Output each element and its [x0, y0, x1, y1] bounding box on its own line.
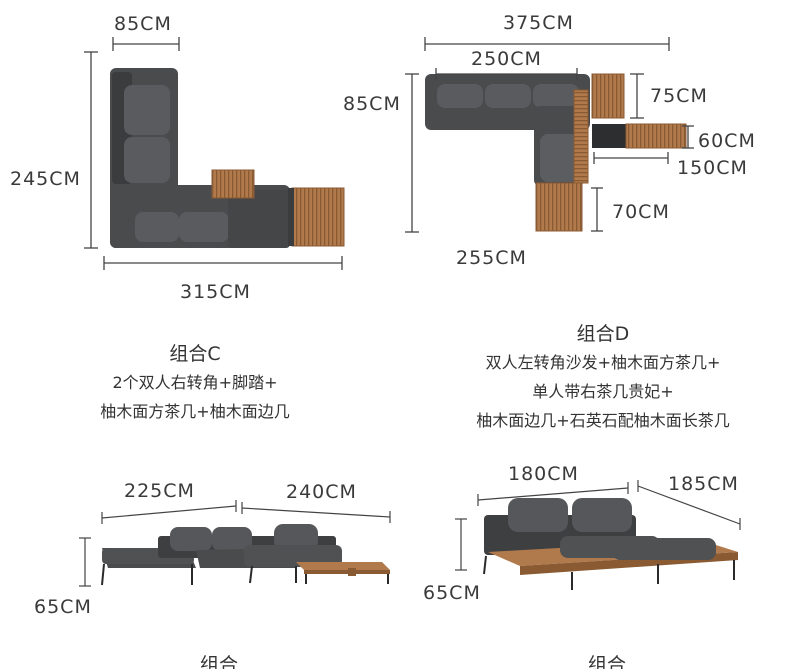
dim-e-width-right: 240CM — [286, 481, 357, 503]
dim-f-width-right: 185CM — [668, 473, 739, 495]
combo-d-line-3: 柚木面边几+石英石配柚木面长茶几 — [476, 411, 730, 430]
combo-d-title: 组合D — [576, 323, 630, 345]
dim-d-table-height: 60CM — [698, 130, 756, 152]
combo-c-top-view — [110, 68, 345, 248]
combo-d-line-2: 单人带右茶几贵妃+ — [532, 382, 674, 401]
combo-c-line-1: 2个双人右转角+脚踏+ — [112, 373, 278, 392]
dim-e-height: 65CM — [34, 596, 92, 618]
combo-d-top-view — [425, 73, 687, 232]
combo-e-title-partial: 组合 — [200, 654, 239, 669]
combo-c-title: 组合C — [169, 343, 221, 365]
combo-d-dimension-lines — [405, 37, 694, 233]
combo-d-line-1: 双人左转角沙发+柚木面方茶几+ — [485, 353, 721, 372]
dim-c-top-width: 85CM — [114, 13, 172, 35]
dim-f-height: 65CM — [423, 582, 481, 604]
dim-e-width-left: 225CM — [124, 480, 195, 502]
dim-d-depth: 85CM — [343, 93, 401, 115]
combo-e-perspective-view — [101, 524, 390, 586]
dim-c-bottom-width: 315CM — [180, 281, 251, 303]
combo-c-dimension-lines — [84, 37, 343, 270]
combo-c-line-2: 柚木面方茶几+柚木面边几 — [100, 402, 290, 421]
dim-d-bottom-width: 255CM — [456, 247, 527, 269]
dim-d-chaise-depth: 70CM — [612, 201, 670, 223]
combo-e-dimension-lines — [79, 500, 391, 587]
dim-d-sofa-width: 250CM — [471, 48, 542, 70]
combo-f-dimension-lines — [455, 480, 741, 571]
combo-f-title-partial: 组合 — [588, 654, 627, 669]
combo-f-perspective-view — [483, 498, 738, 590]
dim-c-height: 245CM — [10, 168, 81, 190]
dim-f-width-left: 180CM — [508, 463, 579, 485]
dim-d-table-width: 150CM — [677, 157, 748, 179]
dim-d-total-width: 375CM — [503, 12, 574, 34]
dim-d-table-depth: 75CM — [650, 85, 708, 107]
